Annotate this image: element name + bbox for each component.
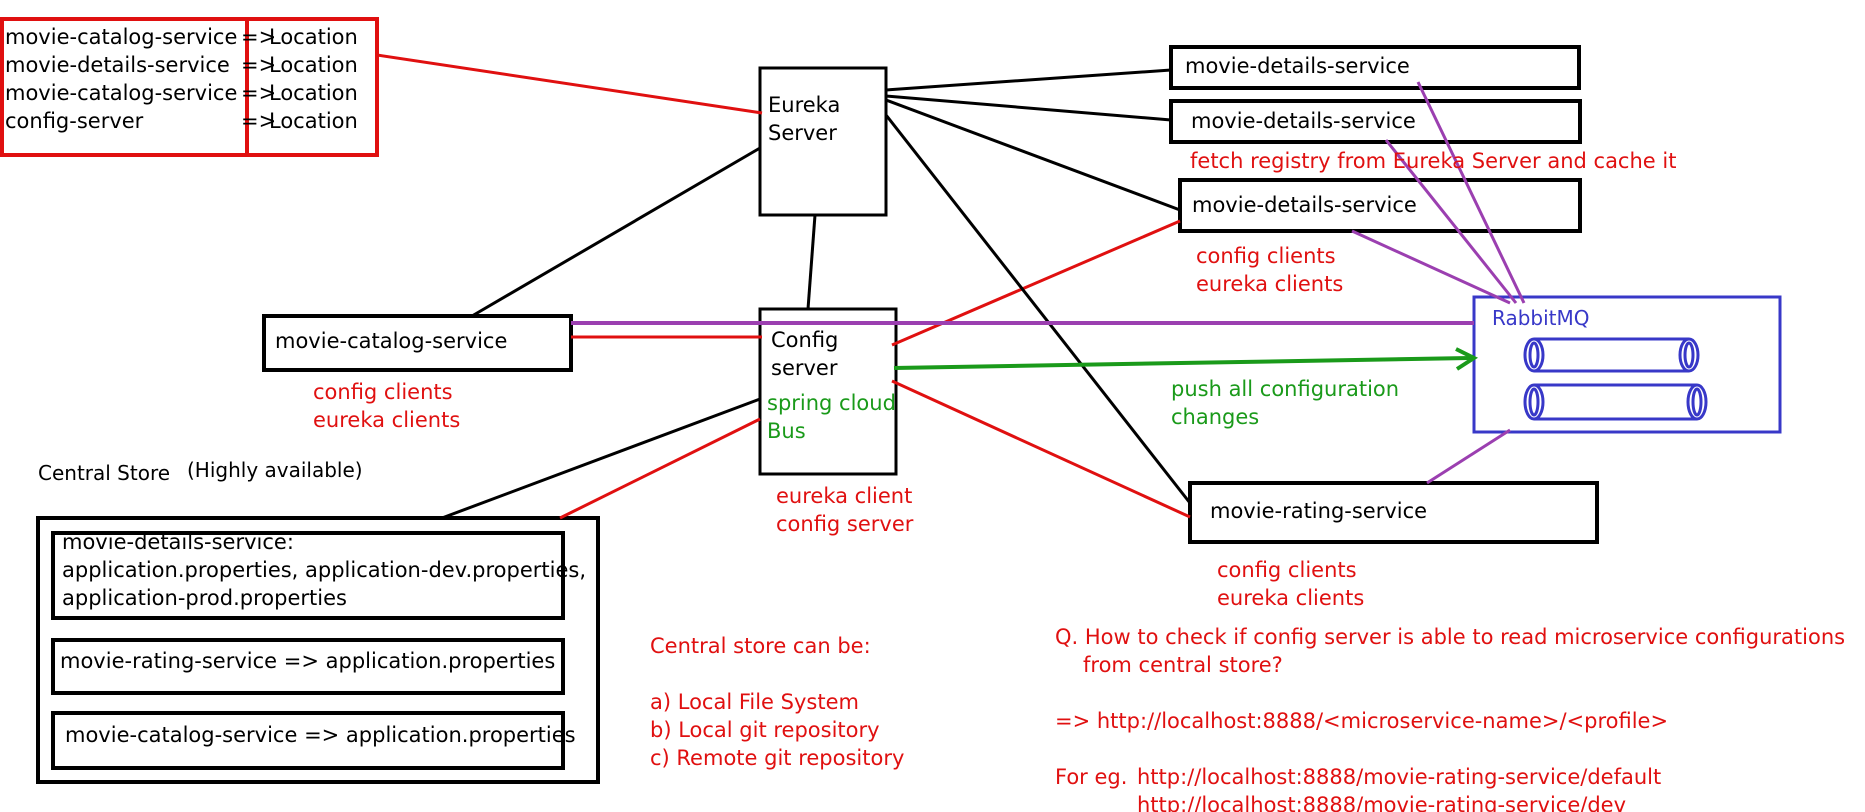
details-properties-line3: application-prod.properties <box>62 586 347 610</box>
details-properties-box <box>51 531 565 620</box>
registry-to-eureka-connector <box>376 53 763 115</box>
movie-details-service-label-2: movie-details-service <box>1191 109 1416 133</box>
queue-cylinder-2 <box>1523 383 1708 421</box>
config-server-label-line1: Config <box>771 328 839 352</box>
store-option-c: c) Remote git repository <box>650 746 905 770</box>
config-server-label-line2: server <box>771 356 838 380</box>
eureka-server-box <box>758 66 888 217</box>
spring-cloud-bus-label-line2: Bus <box>767 419 806 443</box>
example-url-default: http://localhost:8888/movie-rating-servi… <box>1137 765 1662 789</box>
catalog-properties-label: movie-catalog-service => application.pro… <box>65 723 576 747</box>
fetch-registry-note: fetch registry from Eureka Server and ca… <box>1190 149 1677 173</box>
registry-service-2: movie-details-service <box>5 53 230 77</box>
queue-cylinder-1 <box>1523 337 1700 373</box>
movie-details-service-label-1: movie-details-service <box>1185 54 1410 78</box>
registry-service-3: movie-catalog-service <box>5 81 238 105</box>
push-config-note-line2: changes <box>1171 405 1260 429</box>
registry-value-2: Location <box>269 53 358 77</box>
details-3-to-rabbitmq-link <box>1351 229 1511 305</box>
rating-eureka-clients-label: eureka clients <box>1217 586 1365 610</box>
catalog-properties-box <box>51 711 565 770</box>
details-1-to-rabbitmq-link <box>1416 81 1526 304</box>
rabbitmq-label: RabbitMQ <box>1492 306 1590 330</box>
rating-config-clients-label: config clients <box>1217 558 1357 582</box>
details-properties-line1: movie-details-service: <box>62 530 294 554</box>
question-line1: Q. How to check if config server is able… <box>1055 625 1846 649</box>
central-store-outer-box <box>36 516 600 784</box>
central-store-title: Central Store <box>38 461 171 485</box>
registry-service-4: config-server <box>5 109 144 133</box>
push-arrow-head <box>1455 347 1479 371</box>
config-server-role-line2: config server <box>776 512 914 536</box>
eureka-to-details-2-connector <box>885 94 1172 122</box>
details-config-clients-label: config clients <box>1196 244 1336 268</box>
store-option-b: b) Local git repository <box>650 718 880 742</box>
config-server-box <box>758 307 898 476</box>
movie-rating-service-box <box>1188 481 1599 544</box>
details-2-to-rabbitmq-link <box>1384 139 1518 304</box>
catalog-config-clients-label: config clients <box>313 380 453 404</box>
movie-details-service-box-3 <box>1178 178 1582 233</box>
config-to-rating-connector <box>891 379 1191 519</box>
details-eureka-clients-label: eureka clients <box>1196 272 1344 296</box>
answer-url-pattern: => http://localhost:8888/<microservice-n… <box>1055 709 1669 733</box>
movie-rating-service-label: movie-rating-service <box>1210 499 1428 523</box>
movie-details-service-label-3: movie-details-service <box>1192 193 1417 217</box>
movie-details-service-box-1 <box>1169 45 1581 90</box>
rabbitmq-box <box>1472 295 1782 434</box>
rating-properties-label: movie-rating-service => application.prop… <box>60 649 556 673</box>
registry-arrow-2: => <box>241 53 277 77</box>
example-url-dev: http://localhost:8888/movie-rating-servi… <box>1137 793 1627 812</box>
push-config-note-line1: push all configuration <box>1171 377 1400 401</box>
details-properties-line2: application.properties, application-dev.… <box>62 558 587 582</box>
eureka-to-details-3-connector <box>885 98 1181 212</box>
registry-arrow-4: => <box>241 109 277 133</box>
config-server-role-line1: eureka client <box>776 484 913 508</box>
config-to-details-connector <box>891 219 1181 347</box>
rating-to-rabbitmq-link <box>1426 428 1511 485</box>
catalog-eureka-clients-label: eureka clients <box>313 408 461 432</box>
movie-details-service-box-2 <box>1169 99 1582 144</box>
config-to-store-connector <box>441 397 761 520</box>
movie-catalog-service-label: movie-catalog-service <box>275 329 508 353</box>
registry-value-4: Location <box>269 109 358 133</box>
rating-properties-box <box>51 638 565 695</box>
eureka-to-config-connector <box>806 214 817 310</box>
spring-cloud-bus-label-line1: spring cloud <box>767 391 896 415</box>
registry-value-3: Location <box>269 81 358 105</box>
store-options-heading: Central store can be: <box>650 634 871 658</box>
push-config-arrow <box>893 356 1471 370</box>
registry-arrow-1: => <box>241 25 277 49</box>
central-store-availability-note: (Highly available) <box>187 458 363 482</box>
eureka-server-label-line2: Server <box>768 121 837 145</box>
example-prefix: For eg. <box>1055 765 1128 789</box>
config-to-central-store-connector <box>559 417 761 520</box>
registry-value-1: Location <box>269 25 358 49</box>
question-line2: from central store? <box>1083 653 1283 677</box>
eureka-server-label-line1: Eureka <box>768 93 841 117</box>
store-option-a: a) Local File System <box>650 690 859 714</box>
eureka-to-details-1-connector <box>885 68 1172 92</box>
eureka-to-rating-connector <box>884 114 1192 504</box>
registry-service-1: movie-catalog-service <box>5 25 238 49</box>
eureka-to-catalog-connector <box>471 146 761 318</box>
registry-box-right <box>245 17 379 157</box>
movie-catalog-service-box <box>262 314 573 372</box>
registry-arrow-3: => <box>241 81 277 105</box>
